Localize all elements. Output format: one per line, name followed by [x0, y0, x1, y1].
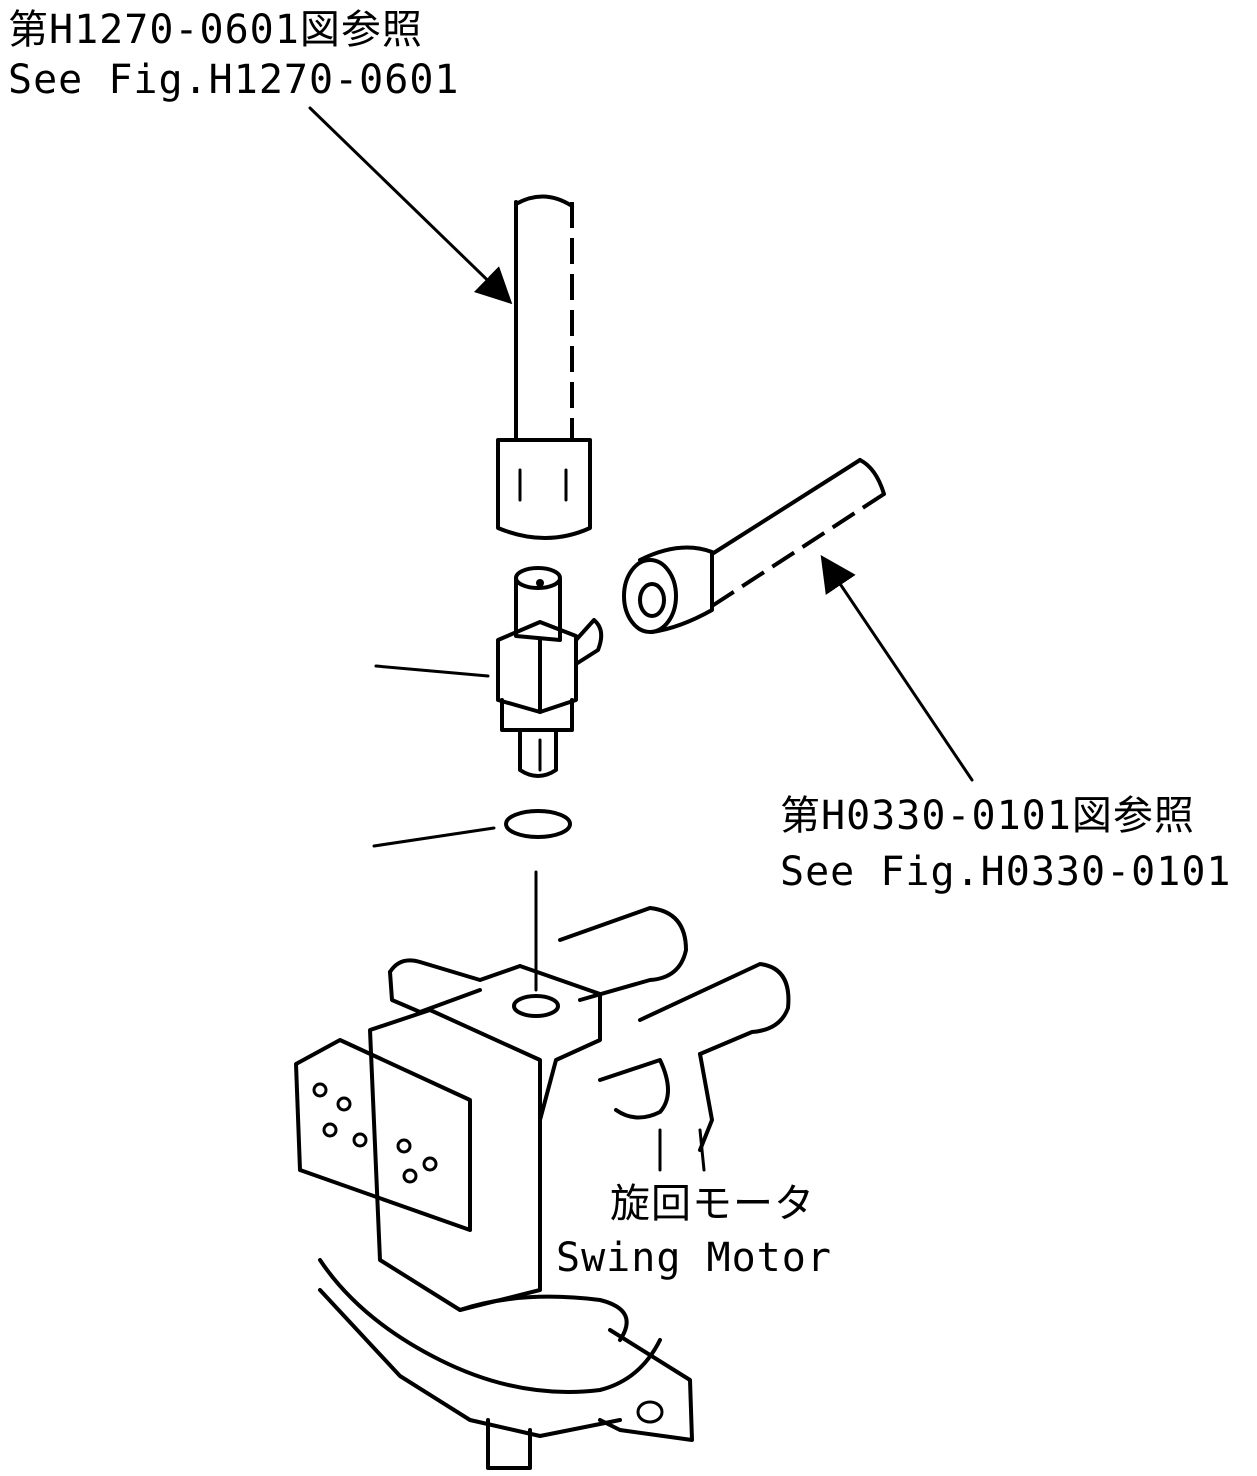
horizontal-hose — [622, 458, 886, 634]
right-leader-arrow — [820, 555, 974, 782]
o-ring-leader-line — [372, 826, 496, 848]
right-reference-en: See Fig.H0330-0101 — [780, 849, 1232, 895]
tee-leader-line — [374, 664, 490, 678]
top-reference-jp: 第H1270-0601図参照 — [8, 7, 423, 53]
tee-fitting — [496, 566, 604, 778]
top-leader-arrow — [308, 106, 513, 305]
vertical-hose — [496, 194, 592, 540]
motor-label-jp: 旋回モータ — [610, 1181, 815, 1227]
o-ring — [504, 809, 572, 839]
right-reference-jp: 第H0330-0101図参照 — [780, 793, 1195, 839]
top-reference-en: See Fig.H1270-0601 — [8, 57, 460, 103]
swing-motor — [294, 906, 791, 1470]
motor-label-en: Swing Motor — [556, 1235, 832, 1281]
